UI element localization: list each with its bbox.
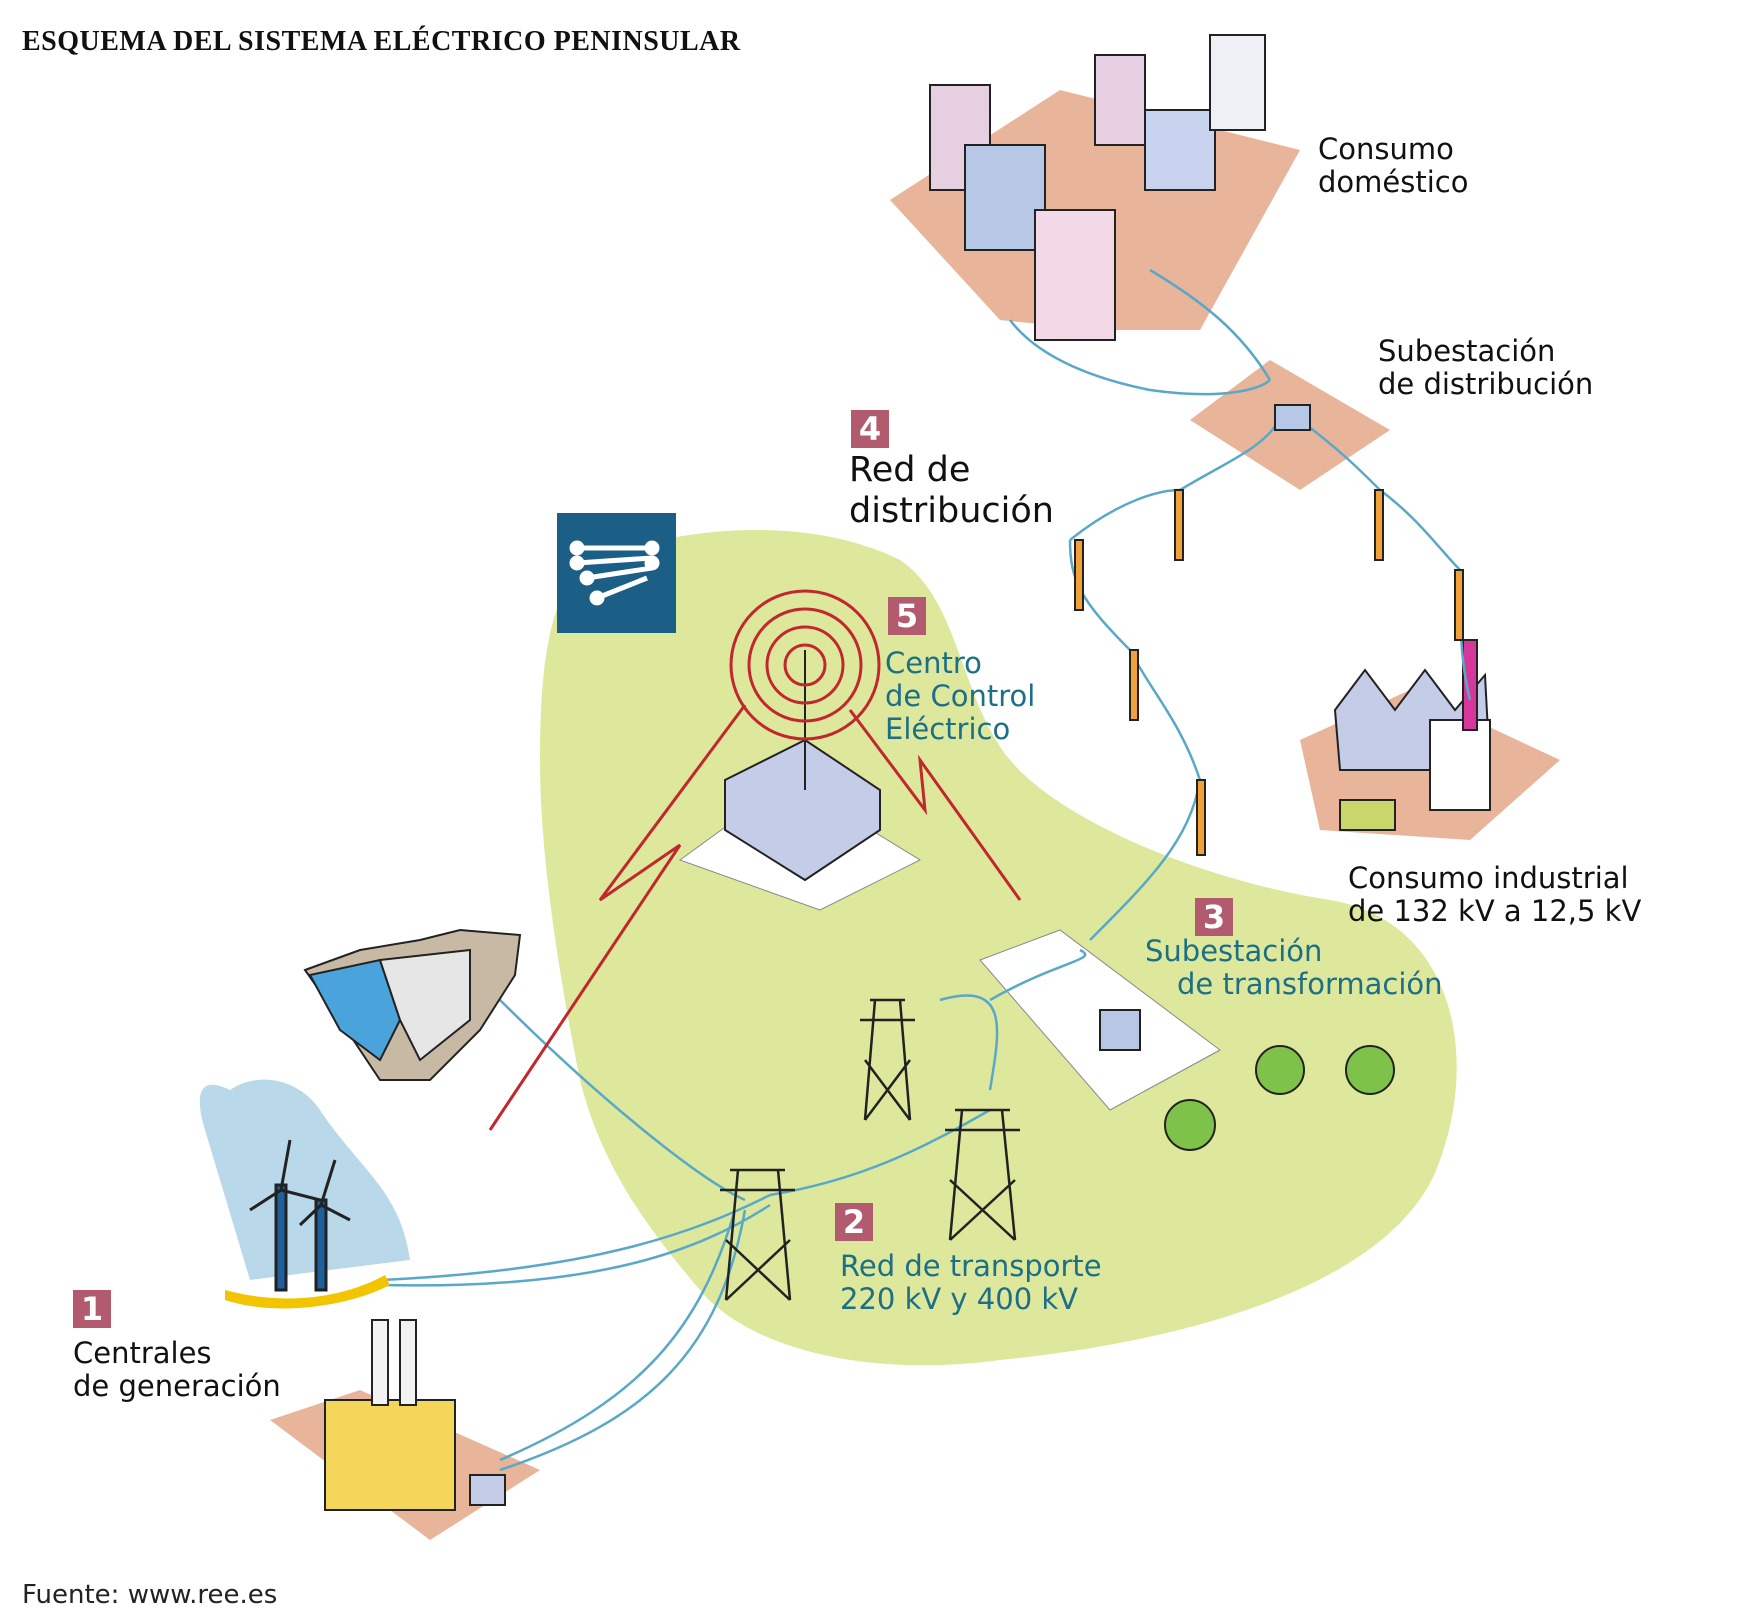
stage-4-badge: 4 [851, 410, 889, 448]
thermal-power-plant [324, 1319, 506, 1511]
industrial-consumption-label: Consumo industrial de 132 kV a 12,5 kV [1348, 862, 1641, 928]
residential-buildings [929, 34, 1266, 341]
stage-3-badge: 3 [1195, 898, 1233, 936]
stage-3-label: Subestación de transformación [1145, 935, 1443, 1001]
stage-5-line-3: Eléctrico [885, 712, 1011, 746]
stage-1-line-2: de generación [73, 1369, 281, 1403]
factory [1333, 639, 1492, 811]
wind-sky [199, 1079, 410, 1280]
stage-5-line-1: Centro [885, 646, 982, 680]
stage-3-line-1: Subestación [1145, 934, 1323, 968]
trees [1164, 1045, 1395, 1151]
signal-arrows [488, 704, 1022, 1131]
stage-5-badge: 5 [888, 597, 926, 635]
network-icon [569, 540, 660, 606]
hydro-dam [303, 928, 522, 1081]
distribution-substation-line-2: de distribución [1378, 367, 1594, 401]
source-note: Fuente: www.ree.es [22, 1580, 278, 1610]
stage-2-line-1: Red de transporte [840, 1249, 1102, 1283]
industrial-line-1: Consumo industrial [1348, 861, 1629, 895]
stage-2-badge: 2 [835, 1203, 873, 1241]
domestic-line-2: doméstico [1318, 165, 1469, 199]
transmission-towers [720, 998, 1020, 1301]
stage-5-label: Centro de Control Eléctrico [885, 647, 1035, 746]
signal-rings [729, 589, 881, 741]
transformer-box [1099, 1009, 1141, 1051]
distribution-transformer [1274, 404, 1311, 431]
distribution-substation-label: Subestación de distribución [1378, 335, 1593, 401]
stage-4-line-1: Red de [849, 450, 971, 490]
stage-2-label: Red de transporte 220 kV y 400 kV [840, 1250, 1102, 1316]
domestic-consumption-label: Consumo doméstico [1318, 133, 1468, 199]
diagram-title: ESQUEMA DEL SISTEMA ELÉCTRICO PENINSULAR [22, 26, 741, 57]
stage-3-line-2: de transformación [1177, 967, 1443, 1001]
stage-1-label: Centrales de generación [73, 1337, 281, 1403]
domestic-line-1: Consumo [1318, 132, 1454, 166]
stage-4-label: Red de distribución [849, 450, 1054, 532]
stage-5-line-2: de Control [885, 679, 1036, 713]
stage-1-badge: 1 [73, 1290, 111, 1328]
stage-1-line-1: Centrales [73, 1336, 212, 1370]
distribution-poles [1074, 489, 1464, 856]
wind-ground [225, 1275, 390, 1309]
industrial-line-2: de 132 kV a 12,5 kV [1348, 894, 1642, 928]
stage-2-line-2: 220 kV y 400 kV [840, 1282, 1079, 1316]
stage-4-line-2: distribución [849, 491, 1054, 531]
wind-turbines [249, 1139, 351, 1292]
green-zone [540, 530, 1457, 1366]
truck [1339, 799, 1396, 831]
distribution-substation-line-1: Subestación [1378, 334, 1556, 368]
ree-logo [557, 513, 676, 633]
